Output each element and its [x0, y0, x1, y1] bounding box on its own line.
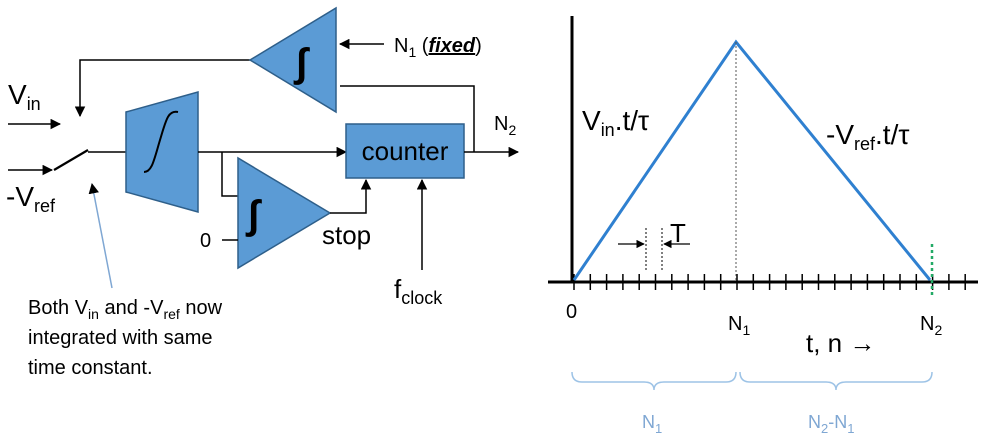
- comparator-block: [237, 156, 332, 270]
- zero-label: 0: [200, 230, 211, 252]
- counter-block: [345, 123, 465, 179]
- n1-fixed-label: N1 (fixed): [394, 35, 482, 60]
- top-integrator-symbol: ∫: [293, 41, 310, 85]
- fclock-label: fclock: [394, 274, 443, 308]
- counter-to-top-integrator: [340, 85, 475, 152]
- switch-blade: [53, 149, 89, 171]
- vref-label: -Vref: [6, 181, 56, 216]
- x-n2-label: N2: [920, 313, 942, 338]
- up-ramp-label: Vin.t/τ: [582, 105, 649, 140]
- comparator-to-counter: [330, 178, 372, 214]
- n2-output-label: N2: [494, 113, 516, 138]
- top-integrator-feedback: [74, 59, 250, 118]
- counter-label: counter: [362, 136, 449, 166]
- comparator-integral-symbol: ∫: [245, 193, 262, 237]
- note-pointer: [88, 182, 113, 289]
- note-line-2: integrated with same: [28, 327, 213, 349]
- circuit: Vin -Vref ∫ 0 stop counter: [6, 6, 520, 379]
- ramp-graph: T Vin.t/τ -Vref.t/τ 0 N1 N2 t, n → N1 N2…: [548, 16, 978, 436]
- brace-n2-n1-label: N2-N1: [808, 412, 854, 436]
- note-line-1: Both Vin and -Vref now: [28, 297, 223, 322]
- top-integrator-block: [248, 6, 337, 114]
- x-axis-label: t, n →: [806, 328, 875, 358]
- branch-to-comparator: [221, 152, 238, 197]
- x-n1-label: N1: [728, 313, 750, 338]
- main-integrator-block: [125, 91, 199, 213]
- main-integrator-symbol: [143, 110, 179, 173]
- period-label: T: [670, 218, 686, 248]
- brace-n2-n1: [739, 371, 933, 391]
- note-line-3: time constant.: [28, 357, 153, 379]
- down-ramp-label: -Vref.t/τ: [826, 119, 909, 154]
- brace-n1: [571, 371, 737, 391]
- vin-label: Vin: [8, 79, 41, 114]
- x-origin-label: 0: [566, 301, 577, 323]
- brace-n1-label: N1: [642, 412, 662, 436]
- stop-label: stop: [322, 220, 371, 250]
